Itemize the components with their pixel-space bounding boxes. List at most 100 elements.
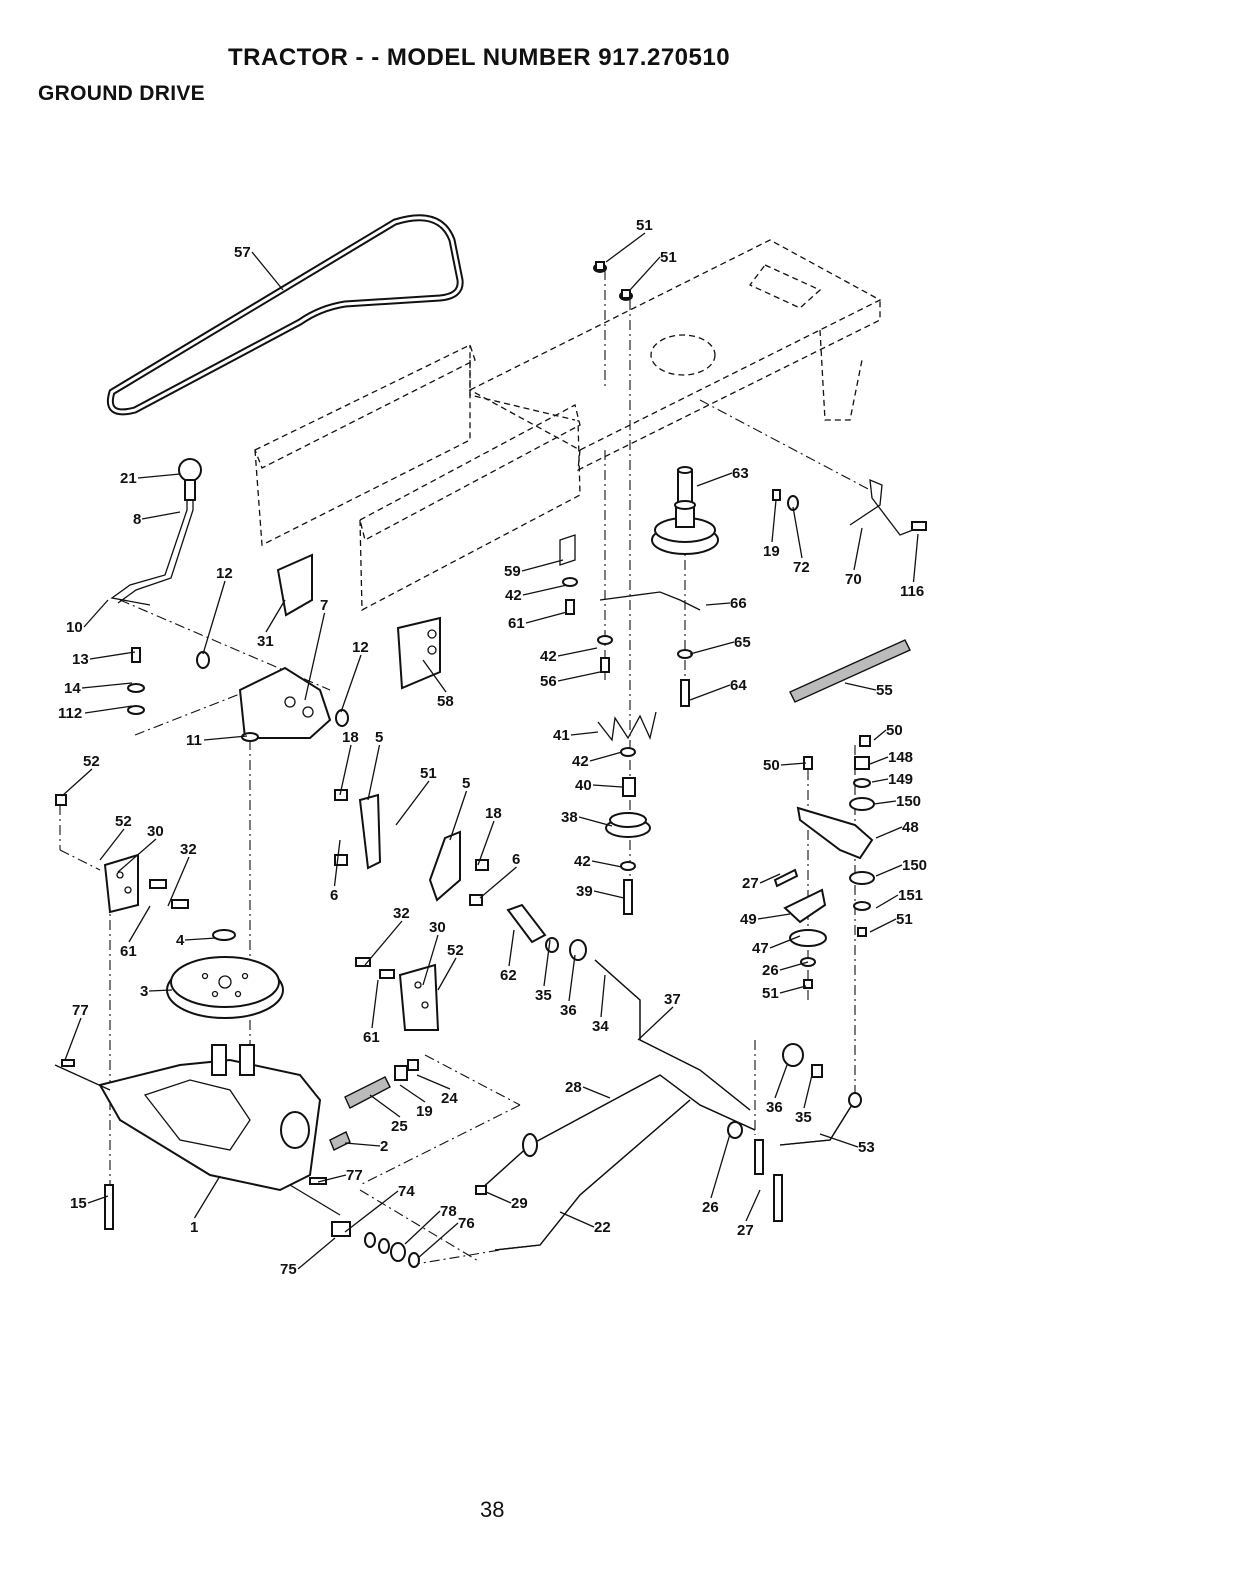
leader-line: [297, 1237, 336, 1270]
return-springs: [309, 1059, 419, 1185]
callout-c62: 62: [500, 929, 517, 984]
leader-line: [99, 828, 125, 861]
callout-c78: 78: [404, 1203, 457, 1245]
callout-label: 6: [330, 887, 338, 904]
callout-label: 65: [734, 634, 751, 651]
callout-label: 149: [888, 771, 913, 788]
callout-label: 4: [176, 932, 185, 949]
leader-line: [875, 826, 903, 839]
leader-line: [404, 1210, 441, 1245]
drive-belt: [106, 214, 464, 416]
callout-label: 28: [565, 1079, 582, 1096]
callout-label: 150: [896, 793, 921, 810]
callout-label: 77: [346, 1167, 363, 1184]
leader-line: [591, 860, 623, 868]
callout-label: 12: [352, 639, 369, 656]
leader-line: [64, 1017, 82, 1061]
callout-label: 36: [560, 1002, 577, 1019]
callout-c42d: 42: [574, 853, 623, 870]
callout-label: 51: [896, 911, 913, 928]
leader-line: [637, 1006, 674, 1041]
leader-line: [757, 913, 791, 920]
leader-line: [137, 473, 181, 479]
callout-c5b: 5: [449, 775, 470, 841]
callout-c116: 116: [900, 533, 924, 600]
leader-line: [477, 820, 495, 866]
callout-c61a: 61: [120, 905, 151, 960]
leader-line: [369, 1094, 401, 1118]
callout-label: 42: [505, 587, 522, 604]
callout-c52a: 52: [61, 753, 100, 797]
callout-c51a: 51: [605, 217, 653, 263]
leader-line: [87, 1195, 109, 1204]
callout-label: 58: [437, 693, 454, 710]
callout-label: 3: [140, 983, 148, 1000]
leader-line: [689, 684, 731, 701]
callout-label: 72: [793, 559, 810, 576]
leader-line: [417, 1222, 459, 1259]
callout-c77b: 77: [317, 1167, 363, 1184]
leader-line: [869, 756, 889, 765]
callout-label: 61: [120, 943, 137, 960]
leader-line: [141, 511, 181, 520]
callout-c22: 22: [559, 1211, 611, 1236]
callout-label: 62: [500, 967, 517, 984]
leader-line: [203, 735, 248, 741]
callout-c47: 47: [752, 935, 801, 957]
callout-c27a: 27: [742, 873, 781, 892]
callout-label: 51: [762, 985, 779, 1002]
leader-line: [871, 778, 889, 783]
callout-label: 51: [420, 765, 437, 782]
leader-line: [84, 705, 133, 714]
callout-label: 13: [72, 651, 89, 668]
leader-line: [792, 506, 803, 559]
callout-c18a: 18: [339, 729, 359, 796]
callout-c72: 72: [792, 506, 810, 576]
callout-c40: 40: [575, 777, 623, 794]
callout-c76: 76: [417, 1215, 475, 1259]
callout-label: 57: [234, 244, 251, 261]
callout-label: 6: [512, 851, 520, 868]
callout-c25: 25: [369, 1094, 408, 1135]
leader-line: [568, 954, 576, 1002]
callout-c12a: 12: [202, 565, 233, 655]
callout-label: 5: [462, 775, 470, 792]
leader-line: [774, 1064, 788, 1099]
callout-label: 34: [592, 1018, 609, 1035]
bracket-parts: [238, 553, 441, 739]
callout-c150a: 150: [873, 793, 921, 810]
callout-label: 47: [752, 940, 769, 957]
leader-line: [416, 1074, 451, 1090]
leader-line: [780, 762, 807, 766]
leader-line: [745, 1189, 761, 1222]
callout-label: 22: [594, 1219, 611, 1236]
callout-c12b: 12: [340, 639, 369, 713]
leader-line: [422, 934, 439, 986]
callout-label: 52: [447, 942, 464, 959]
callout-label: 52: [115, 813, 132, 830]
callout-c10: 10: [66, 599, 109, 636]
callout-label: 56: [540, 673, 557, 690]
callout-label: 19: [416, 1103, 433, 1120]
leader-line: [696, 472, 733, 487]
callout-label: 32: [180, 841, 197, 858]
leader-line: [371, 979, 379, 1029]
callout-label: 19: [763, 543, 780, 560]
callout-c74: 74: [344, 1183, 415, 1233]
callout-label: 112: [58, 705, 82, 722]
callout-label: 52: [83, 753, 100, 770]
callout-label: 26: [762, 962, 779, 979]
leader-line: [592, 784, 623, 788]
leader-line: [710, 1133, 731, 1199]
leader-line: [167, 856, 190, 907]
callout-c57: 57: [234, 244, 284, 291]
leader-line: [559, 1211, 595, 1228]
leader-line: [148, 989, 173, 992]
callout-label: 18: [485, 805, 502, 822]
callout-label: 31: [257, 633, 274, 650]
leader-line: [779, 961, 809, 971]
callout-c36b: 36: [766, 1064, 788, 1116]
hardware: [55, 261, 633, 806]
callout-label: 64: [730, 677, 747, 694]
